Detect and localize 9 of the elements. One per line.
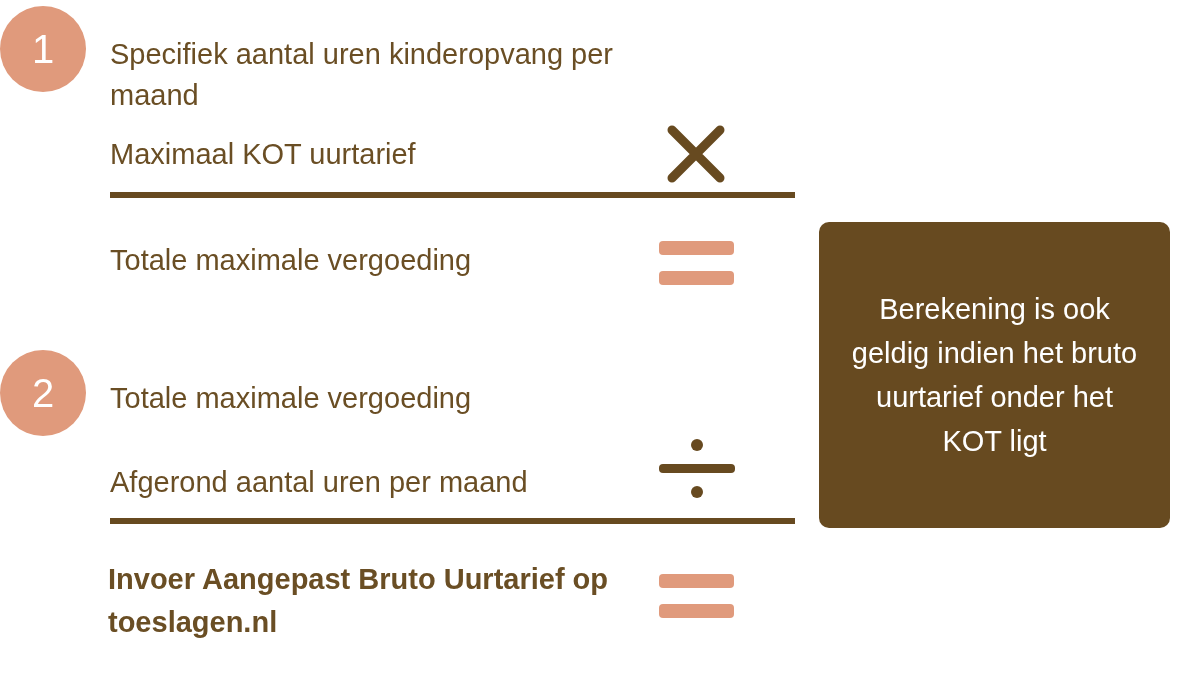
result-text: Invoer Aangepast Bruto Uurtarief op toeslagen.nl: [108, 562, 610, 640]
formula-text: Specifiek aantal uren kinderopvang per maand: [110, 37, 614, 113]
note-box: Berekening is ook geldig indien het bruto uurtarief onder het KOT ligt: [819, 222, 1170, 528]
step-number-circle: 1: [0, 6, 86, 92]
formula-text: Afgerond aantal uren per maand: [110, 465, 529, 500]
formula-text: Maximaal KOT uurtarief: [110, 137, 417, 172]
step-number-circle: 2: [0, 350, 86, 436]
formula-text: Totale maximale vergoeding: [110, 243, 473, 278]
formula-text: Totale maximale vergoeding: [110, 381, 473, 416]
